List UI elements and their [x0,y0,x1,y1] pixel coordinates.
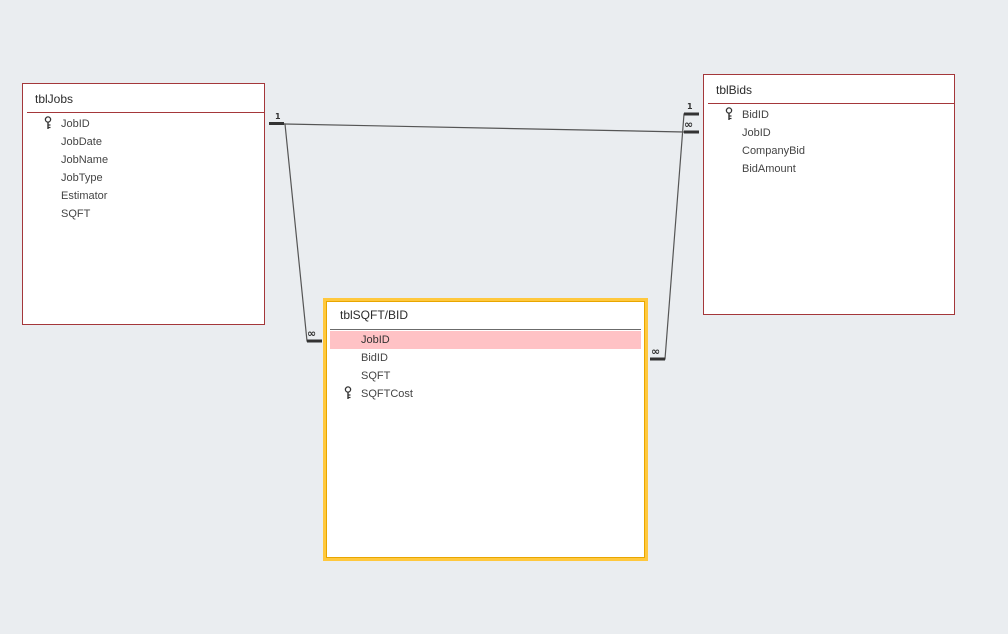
key-icon [725,107,735,121]
field-name: JobDate [61,136,102,148]
field-row-jobid-highlighted[interactable]: JobID [330,331,641,349]
field-name: BidID [361,352,388,364]
field-row-sqftcost[interactable]: SQFTCost [330,385,641,403]
title-divider [708,103,954,104]
cardinality-many-sqft-jobid: ∞ [307,327,317,340]
field-row-bidid[interactable]: BidID [330,349,641,367]
field-row-jobid[interactable]: JobID [708,124,950,142]
title-divider [27,112,264,113]
table-title[interactable]: tblBids [716,83,753,97]
field-name: JobType [61,172,103,184]
field-row-sqft[interactable]: SQFT [27,205,260,223]
field-name: JobID [361,334,390,346]
table-tbljobs[interactable]: tblJobs JobID JobDate JobName JobType Es… [22,83,265,325]
relationship-line-jobs-sqft[interactable] [270,123,322,342]
cardinality-many-bids: ∞ [684,118,694,131]
table-title[interactable]: tblJobs [35,92,74,106]
table-tblsqft-bid[interactable]: tblSQFT/BID JobID BidID SQFT SQFTCost [323,298,648,561]
field-row-jobname[interactable]: JobName [27,151,260,169]
field-name: BidID [742,109,769,121]
relationship-line-bids-sqft[interactable] [650,113,698,360]
field-list: BidID JobID CompanyBid BidAmount [704,104,954,178]
field-name: JobID [61,118,90,130]
field-row-bidid[interactable]: BidID [708,106,950,124]
field-name: SQFTCost [361,388,413,400]
cardinality-one-jobs: 1 [275,112,281,121]
field-name: SQFT [361,370,391,382]
field-name: BidAmount [742,163,796,175]
field-row-bidamount[interactable]: BidAmount [708,160,950,178]
table-tblbids[interactable]: tblBids BidID JobID CompanyBid BidAmount [703,74,955,315]
field-list: JobID JobDate JobName JobType Estimator … [23,113,264,223]
relationship-line-jobs-bids[interactable] [270,123,698,133]
key-icon [44,116,54,130]
field-name: JobID [742,127,771,139]
field-row-jobdate[interactable]: JobDate [27,133,260,151]
field-list: JobID BidID SQFT SQFTCost [326,330,645,403]
table-title[interactable]: tblSQFT/BID [340,308,409,322]
field-name: SQFT [61,208,91,220]
cardinality-one-bids: 1 [687,102,693,111]
field-name: CompanyBid [742,145,805,157]
cardinality-many-sqft-bidid: ∞ [651,345,661,358]
field-name: JobName [61,154,109,166]
field-name: Estimator [61,190,108,202]
field-row-jobid[interactable]: JobID [27,115,260,133]
title-divider [330,329,641,330]
field-row-jobtype[interactable]: JobType [27,169,260,187]
field-row-sqft[interactable]: SQFT [330,367,641,385]
field-row-estimator[interactable]: Estimator [27,187,260,205]
key-icon [344,386,354,400]
field-row-companybid[interactable]: CompanyBid [708,142,950,160]
